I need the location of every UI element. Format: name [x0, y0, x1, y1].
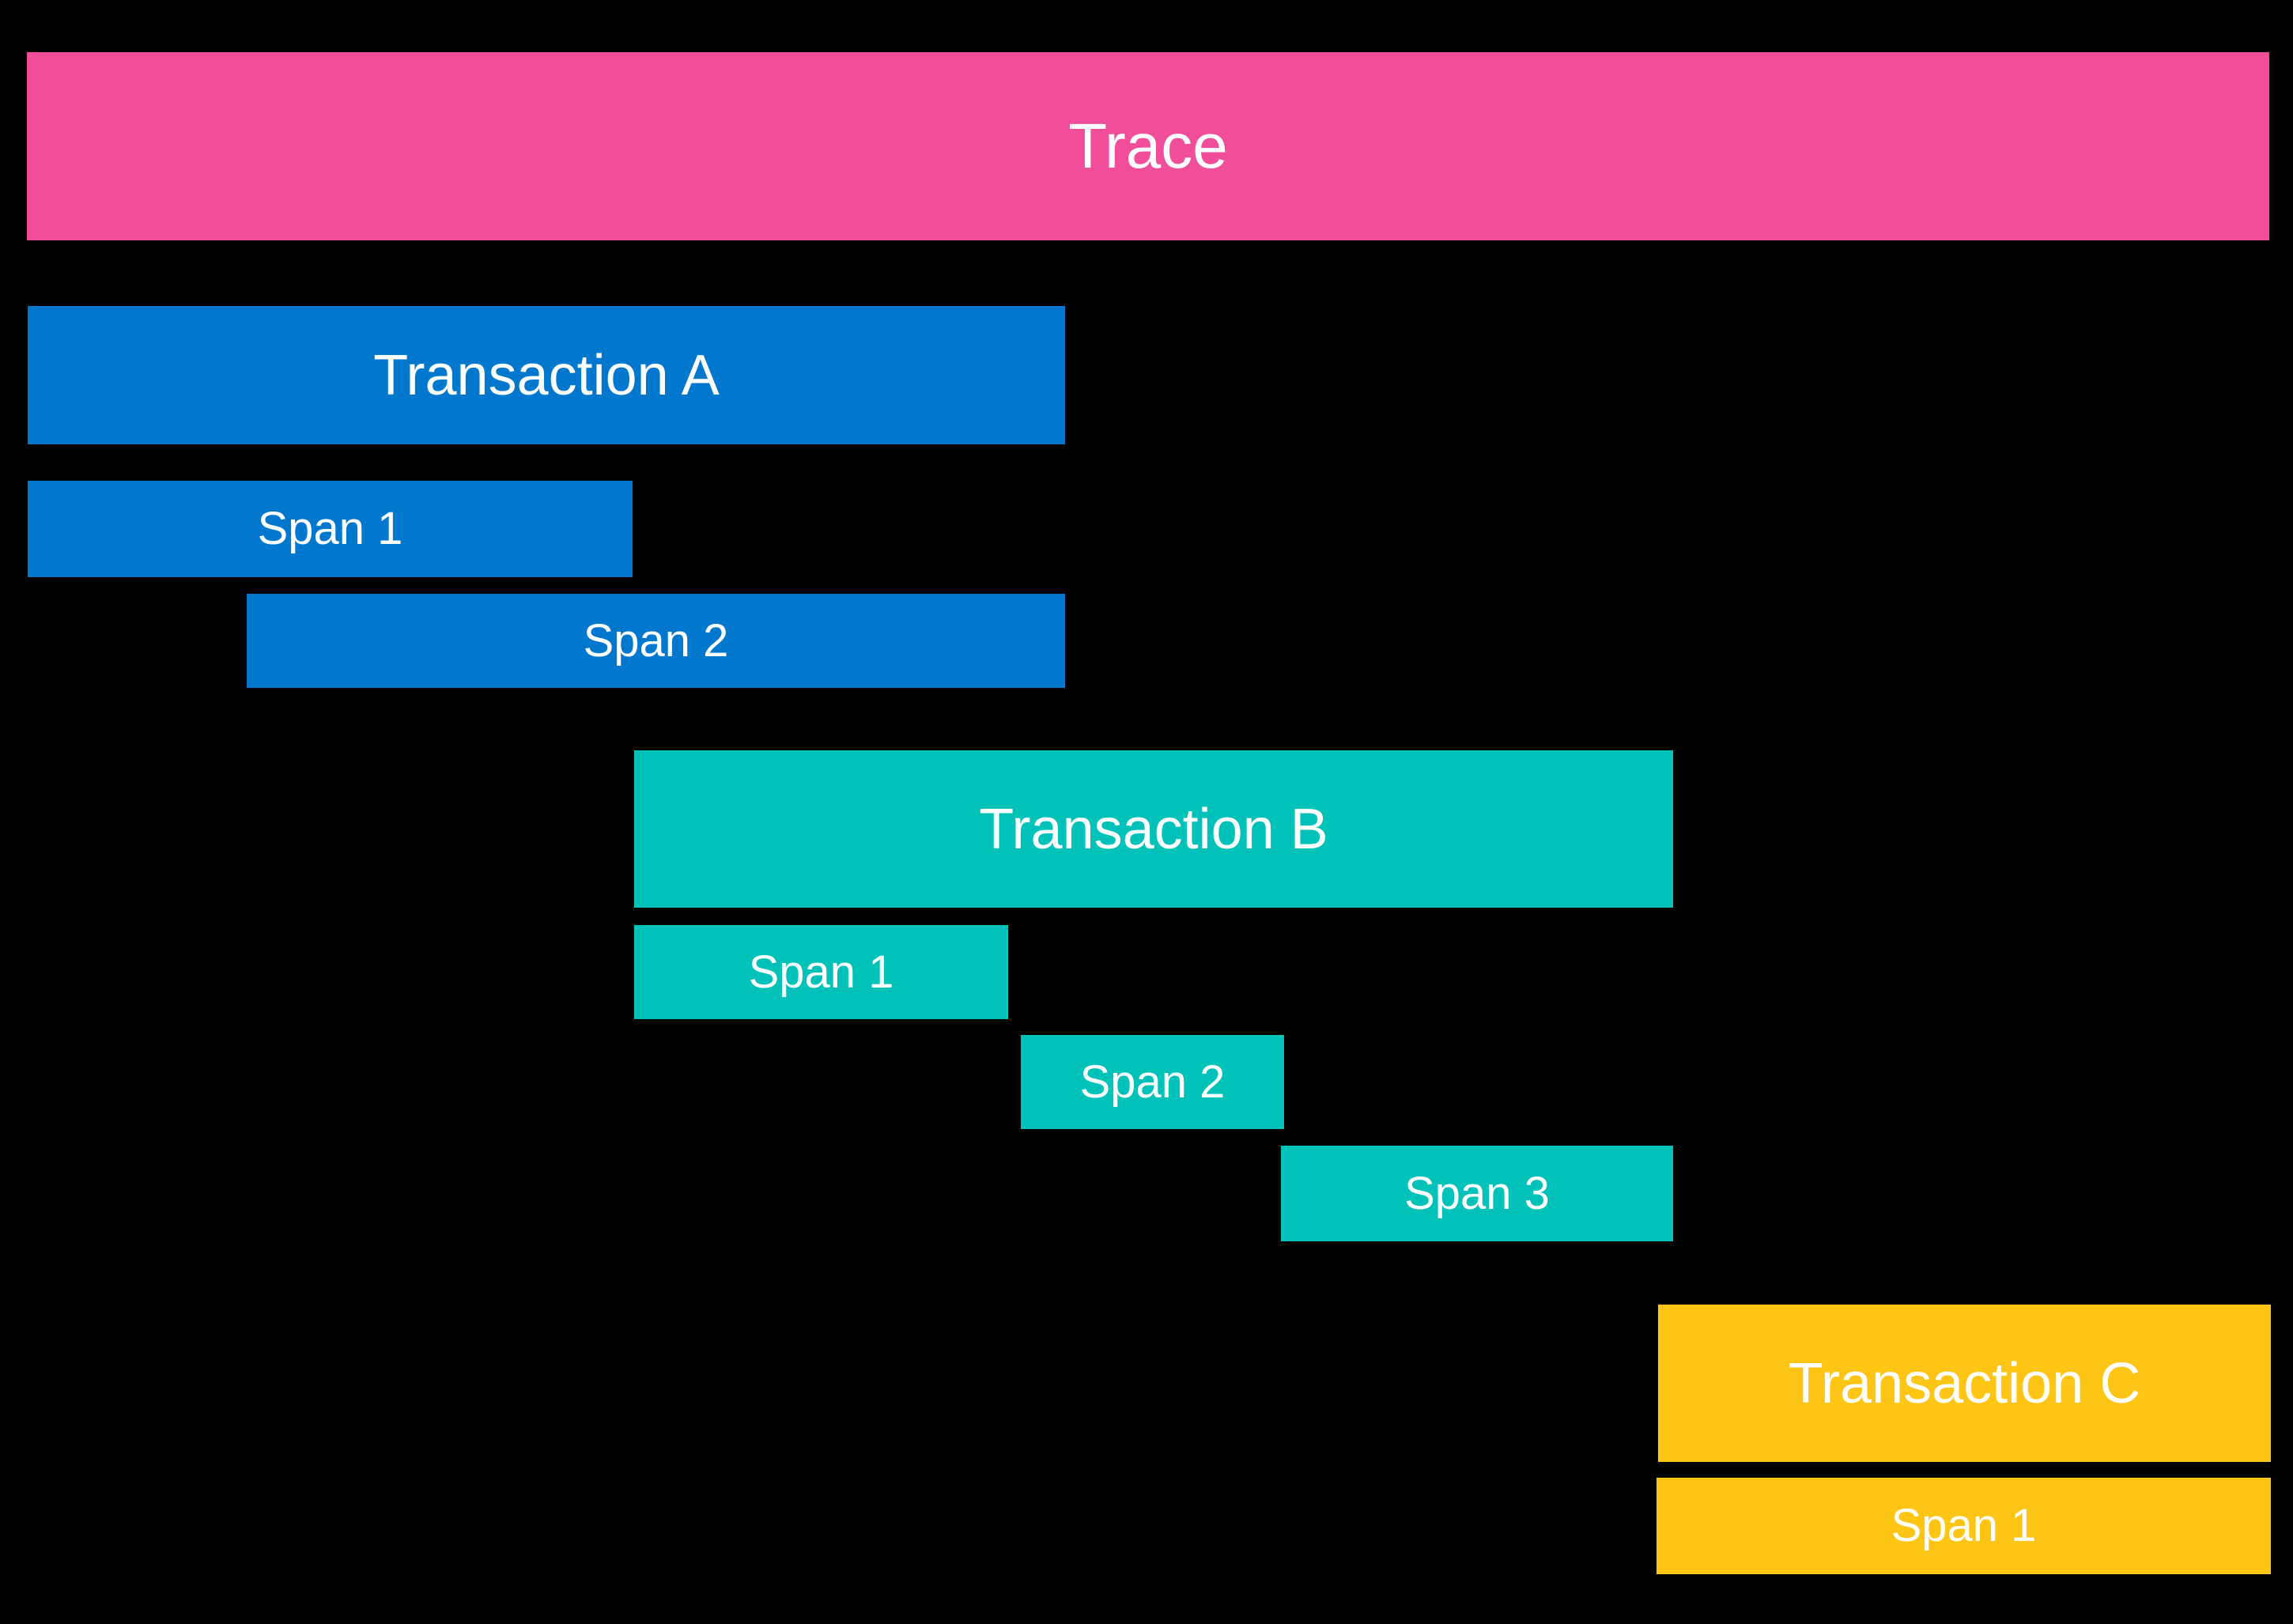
span-bar[interactable]: Span 1: [1656, 1478, 2271, 1574]
transaction-bar[interactable]: Transaction C: [1658, 1305, 2271, 1462]
span-label: Span 3: [1404, 1167, 1550, 1219]
transaction-label: Transaction C: [1788, 1351, 2141, 1415]
trace-label: Trace: [1068, 111, 1228, 181]
span-bar[interactable]: Span 1: [28, 481, 633, 577]
trace-bar[interactable]: Trace: [27, 52, 2269, 240]
span-label: Span 1: [1891, 1500, 2037, 1551]
transaction-bar[interactable]: Transaction B: [634, 750, 1673, 908]
span-bar[interactable]: Span 3: [1281, 1146, 1673, 1241]
transaction-bar[interactable]: Transaction A: [28, 306, 1065, 444]
span-label: Span 2: [1079, 1056, 1226, 1108]
transaction-label: Transaction A: [373, 343, 720, 407]
span-label: Span 2: [583, 614, 729, 667]
span-bar[interactable]: Span 2: [247, 594, 1065, 688]
span-bar[interactable]: Span 2: [1021, 1035, 1284, 1129]
span-label: Span 1: [748, 946, 894, 998]
span-bar[interactable]: Span 1: [634, 925, 1008, 1019]
span-label: Span 1: [257, 503, 403, 554]
transaction-label: Transaction B: [979, 797, 1328, 861]
